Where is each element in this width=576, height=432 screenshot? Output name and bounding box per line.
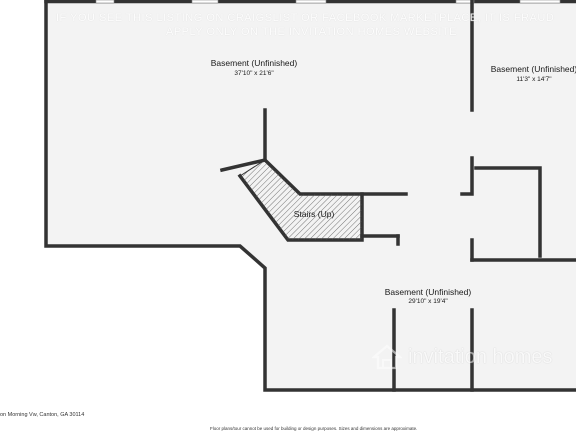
top-windows bbox=[95, 0, 561, 4]
house-logo-icon bbox=[372, 344, 402, 370]
room-basement-right-dim: 11'3" x 14'7" bbox=[516, 76, 552, 83]
property-address: on Morning Vw, Canton, GA 30114 bbox=[0, 412, 85, 418]
floorplan-disclaimer: Floor plans/tour cannot be used for buil… bbox=[210, 426, 418, 431]
fraud-warning-line2: APPLY ONLY ON THE INVITATION HOMES WEBSI… bbox=[166, 26, 457, 38]
room-basement-right-name: Basement (Unfinished) bbox=[490, 64, 576, 74]
stairs bbox=[239, 159, 363, 241]
room-basement-left-name: Basement (Unfinished) bbox=[210, 58, 298, 68]
fraud-warning-line1: IF YOU SEE THIS LISTING ON CRAIGSLIST OR… bbox=[56, 12, 555, 24]
stairs-label: Stairs (Up) bbox=[293, 209, 335, 219]
room-basement-left-dim: 37'10" x 21'6" bbox=[234, 70, 274, 77]
brand-name: invitation homes bbox=[408, 345, 553, 368]
brand-watermark: invitation homes bbox=[372, 344, 553, 370]
room-basement-bottom-name: Basement (Unfinished) bbox=[384, 287, 472, 297]
room-basement-bottom-dim: 29'10" x 19'4" bbox=[408, 298, 448, 305]
